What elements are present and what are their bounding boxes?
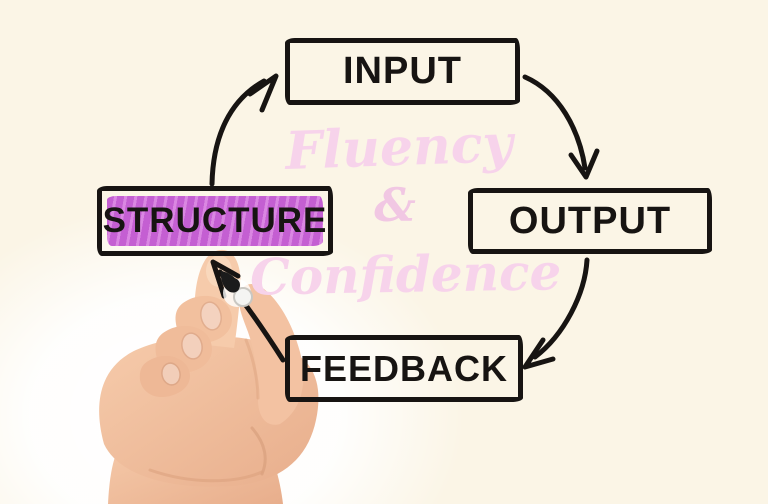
box-feedback: FEEDBACK: [285, 335, 523, 402]
box-structure-label: STRUCTURE: [102, 201, 328, 240]
box-output-label: OUTPUT: [508, 199, 672, 242]
box-output: OUTPUT: [468, 188, 712, 254]
marker-tip-ball: [226, 278, 240, 292]
arrowhead-input-to-output: [568, 148, 600, 180]
arrowhead-feedback-to-structure: [210, 259, 241, 299]
palm-crease: [250, 426, 267, 476]
marker-ferrule: [233, 287, 253, 307]
center-ampersand: &: [374, 178, 416, 232]
arrowhead-output-to-feedback: [522, 337, 556, 370]
box-input: INPUT: [285, 38, 520, 105]
box-input-label: INPUT: [343, 50, 462, 92]
palm-crease: [148, 468, 264, 483]
structure-purple-scribble-highlight: [107, 196, 323, 246]
arrow-output-to-feedback: [532, 257, 590, 360]
marker-pen-tip: [220, 271, 253, 307]
arrow-input-to-output: [522, 74, 588, 171]
arrowhead-structure-to-input: [247, 73, 279, 113]
box-feedback-label: FEEDBACK: [299, 347, 508, 389]
thumb-crease: [244, 338, 260, 400]
arrow-structure-to-input: [209, 78, 267, 187]
middle-fingernail: [200, 301, 222, 331]
ring-fingernail: [181, 332, 203, 360]
pinky-fingernail: [161, 362, 181, 386]
box-structure: STRUCTURE: [97, 186, 333, 256]
